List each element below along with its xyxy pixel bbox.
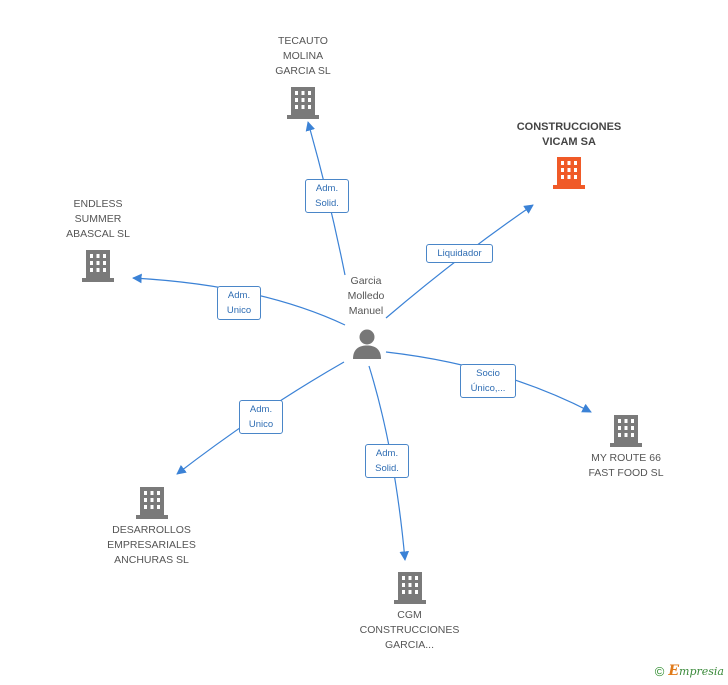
building-icon <box>287 87 319 119</box>
company-node-tecauto[interactable]: TECAUTO MOLINA GARCIA SL <box>253 34 353 119</box>
company-node-endless[interactable]: ENDLESS SUMMER ABASCAL SL <box>48 197 148 282</box>
company-node-desarrollos[interactable]: DESARROLLOS EMPRESARIALES ANCHURAS SL <box>94 485 209 568</box>
company-name: MY ROUTE 66 FAST FOOD SL <box>588 452 664 479</box>
brand-logo: Empresia <box>668 663 724 679</box>
building-icon <box>393 572 426 604</box>
building-icon <box>610 415 642 447</box>
building-icon <box>135 487 168 519</box>
company-node-cgm[interactable]: CGM CONSTRUCCIONES GARCIA... <box>352 570 467 653</box>
brand-footer: © Empresia <box>655 663 724 679</box>
company-name: CONSTRUCCIONES VICAM SA <box>516 121 622 148</box>
company-name: TECAUTO MOLINA GARCIA SL <box>275 35 331 77</box>
company-node-vicam[interactable]: CONSTRUCCIONES VICAM SA <box>500 120 638 189</box>
company-name: ENDLESS SUMMER ABASCAL SL <box>66 198 130 240</box>
building-icon <box>553 157 585 189</box>
edge-label-desarrollos[interactable]: Adm. Unico <box>239 400 283 434</box>
company-name: DESARROLLOS EMPRESARIALES ANCHURAS SL <box>107 524 196 566</box>
edge-label-myroute[interactable]: Socio Único,... <box>460 364 516 398</box>
center-person-name: Garcia Molledo Manuel <box>347 275 385 317</box>
company-node-myroute[interactable]: MY ROUTE 66 FAST FOOD SL <box>576 413 676 481</box>
building-icon <box>82 250 114 282</box>
person-icon[interactable] <box>350 328 384 360</box>
edge-label-tecauto[interactable]: Adm. Solid. <box>305 179 349 213</box>
edge-label-cgm[interactable]: Adm. Solid. <box>365 444 409 478</box>
edge-label-vicam[interactable]: Liquidador <box>426 244 493 263</box>
copyright-symbol: © <box>654 663 665 679</box>
company-name: CGM CONSTRUCCIONES GARCIA... <box>359 609 460 651</box>
edge-label-endless[interactable]: Adm. Unico <box>217 286 261 320</box>
